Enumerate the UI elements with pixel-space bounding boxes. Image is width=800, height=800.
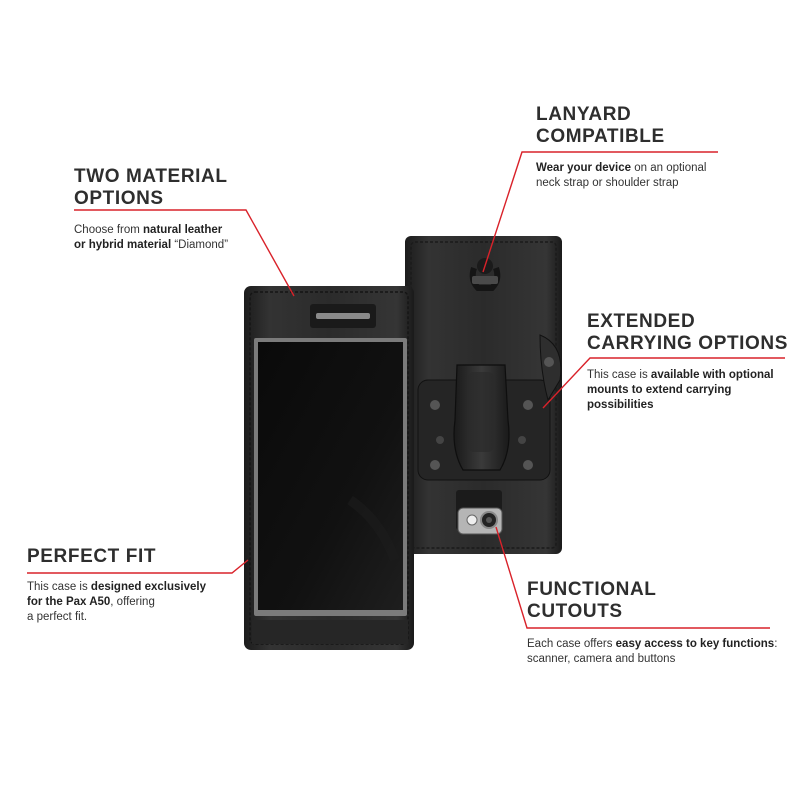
fit-desc-text: This case is xyxy=(27,581,91,593)
materials-desc-text-2: “Diamond” xyxy=(171,239,229,251)
fit-title: PERFECT FIT xyxy=(27,546,157,567)
callout-lanyard: LANYARD COMPATIBLE Wear your device on a… xyxy=(536,104,736,191)
cutouts-desc-text-2: : xyxy=(774,638,778,650)
cutouts-desc-text: Each case offers xyxy=(527,638,616,650)
fit-description: This case is designed exclusively for th… xyxy=(27,580,227,625)
carrying-title: EXTENDED CARRYING OPTIONS xyxy=(587,311,797,355)
fit-desc-bold: designed exclusively xyxy=(90,581,206,593)
carrying-description: This case is available with optional mou… xyxy=(587,368,797,413)
carrying-desc-bold-2: mounts to extend carrying xyxy=(587,384,732,396)
carrying-title-line2: CARRYING OPTIONS xyxy=(587,333,789,354)
carrying-desc-bold: available with optional xyxy=(650,369,774,381)
callout-fit: PERFECT FIT This case is designed exclus… xyxy=(27,546,227,625)
cutouts-title-line1: FUNCTIONAL xyxy=(527,579,657,600)
callout-cutouts: FUNCTIONAL CUTOUTS Each case offers easy… xyxy=(527,579,787,667)
materials-desc-text: Choose from xyxy=(74,224,144,236)
cutouts-title-line2: CUTOUTS xyxy=(527,601,623,622)
materials-desc-bold-2: or hybrid material xyxy=(74,239,172,251)
lanyard-line xyxy=(482,151,718,273)
phone-case-back-image xyxy=(405,236,562,554)
fit-line xyxy=(27,559,249,574)
lanyard-description: Wear your device on an optional neck str… xyxy=(536,161,736,191)
cutouts-desc-bold: easy access to key functions xyxy=(615,638,775,650)
lanyard-desc-text-2: neck strap or shoulder strap xyxy=(536,177,679,189)
materials-title: TWO MATERIAL OPTIONS xyxy=(74,166,274,210)
materials-desc-bold: natural leather xyxy=(143,224,223,236)
fit-desc-bold-2: for the Pax A50 xyxy=(27,596,111,608)
carrying-title-line1: EXTENDED xyxy=(587,311,696,332)
lanyard-title-line1: LANYARD xyxy=(536,104,632,125)
materials-line xyxy=(74,209,295,297)
materials-title-line2: OPTIONS xyxy=(74,188,164,209)
materials-title-line1: TWO MATERIAL xyxy=(74,166,228,187)
lanyard-title: LANYARD COMPATIBLE xyxy=(536,104,736,148)
carrying-line xyxy=(542,357,785,409)
lanyard-title-line2: COMPATIBLE xyxy=(536,126,665,147)
cutouts-line xyxy=(495,526,770,629)
fit-desc-text-3: a perfect fit. xyxy=(27,611,88,623)
carrying-desc-bold-3: possibilities xyxy=(587,399,654,411)
cutouts-description: Each case offers easy access to key func… xyxy=(527,637,787,667)
carrying-desc-text: This case is xyxy=(587,369,651,381)
cutouts-desc-text-3: scanner, camera and buttons xyxy=(527,653,676,665)
lanyard-desc-bold: Wear your device xyxy=(536,162,632,174)
lanyard-desc-text: on an optional xyxy=(631,162,707,174)
materials-description: Choose from natural leather or hybrid ma… xyxy=(74,223,274,253)
callout-materials: TWO MATERIAL OPTIONS Choose from natural… xyxy=(74,166,274,253)
phone-case-front-image xyxy=(244,286,414,650)
callout-carrying: EXTENDED CARRYING OPTIONS This case is a… xyxy=(587,311,797,413)
fit-desc-text-2: , offering xyxy=(110,596,155,608)
cutouts-title: FUNCTIONAL CUTOUTS xyxy=(527,579,787,623)
